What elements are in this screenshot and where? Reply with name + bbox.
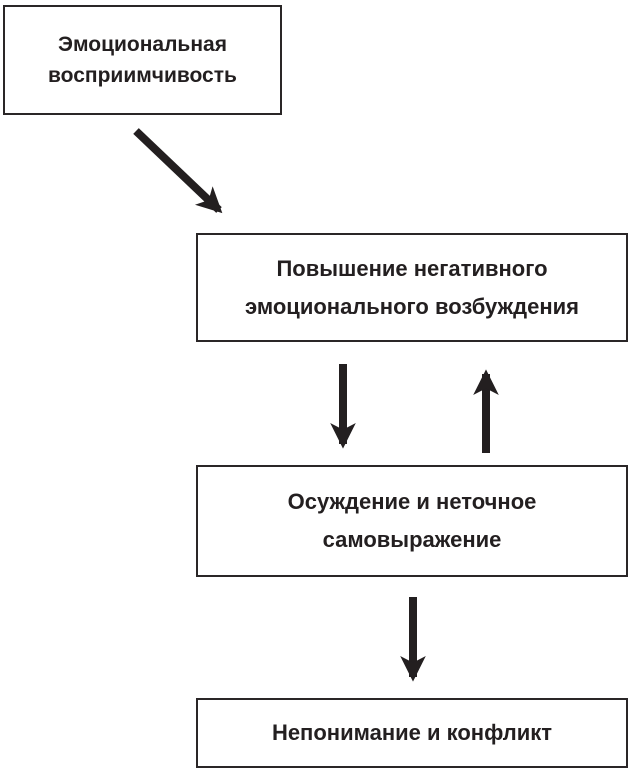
flow-box-judgment-inaccurate-self-expression: Осуждение и неточное самовыражение [196,465,628,577]
arrow-diagonal-box1-to-box2-icon [133,128,223,214]
flow-box-label: Повышение негативного эмоционального воз… [245,255,579,319]
flow-box-emotional-susceptibility: Эмоциональная восприимчивость [3,5,282,115]
flow-box-label: Непонимание и конфликт [271,720,553,745]
flow-box-misunderstanding-and-conflict: Непонимание и конфликт [196,698,628,768]
flow-box-label: Эмоциональная восприимчивость [48,33,237,87]
flow-box-negative-emotional-arousal: Повышение негативного эмоционального воз… [196,233,628,342]
flow-box-label: Осуждение и неточное самовыражение [287,489,537,552]
